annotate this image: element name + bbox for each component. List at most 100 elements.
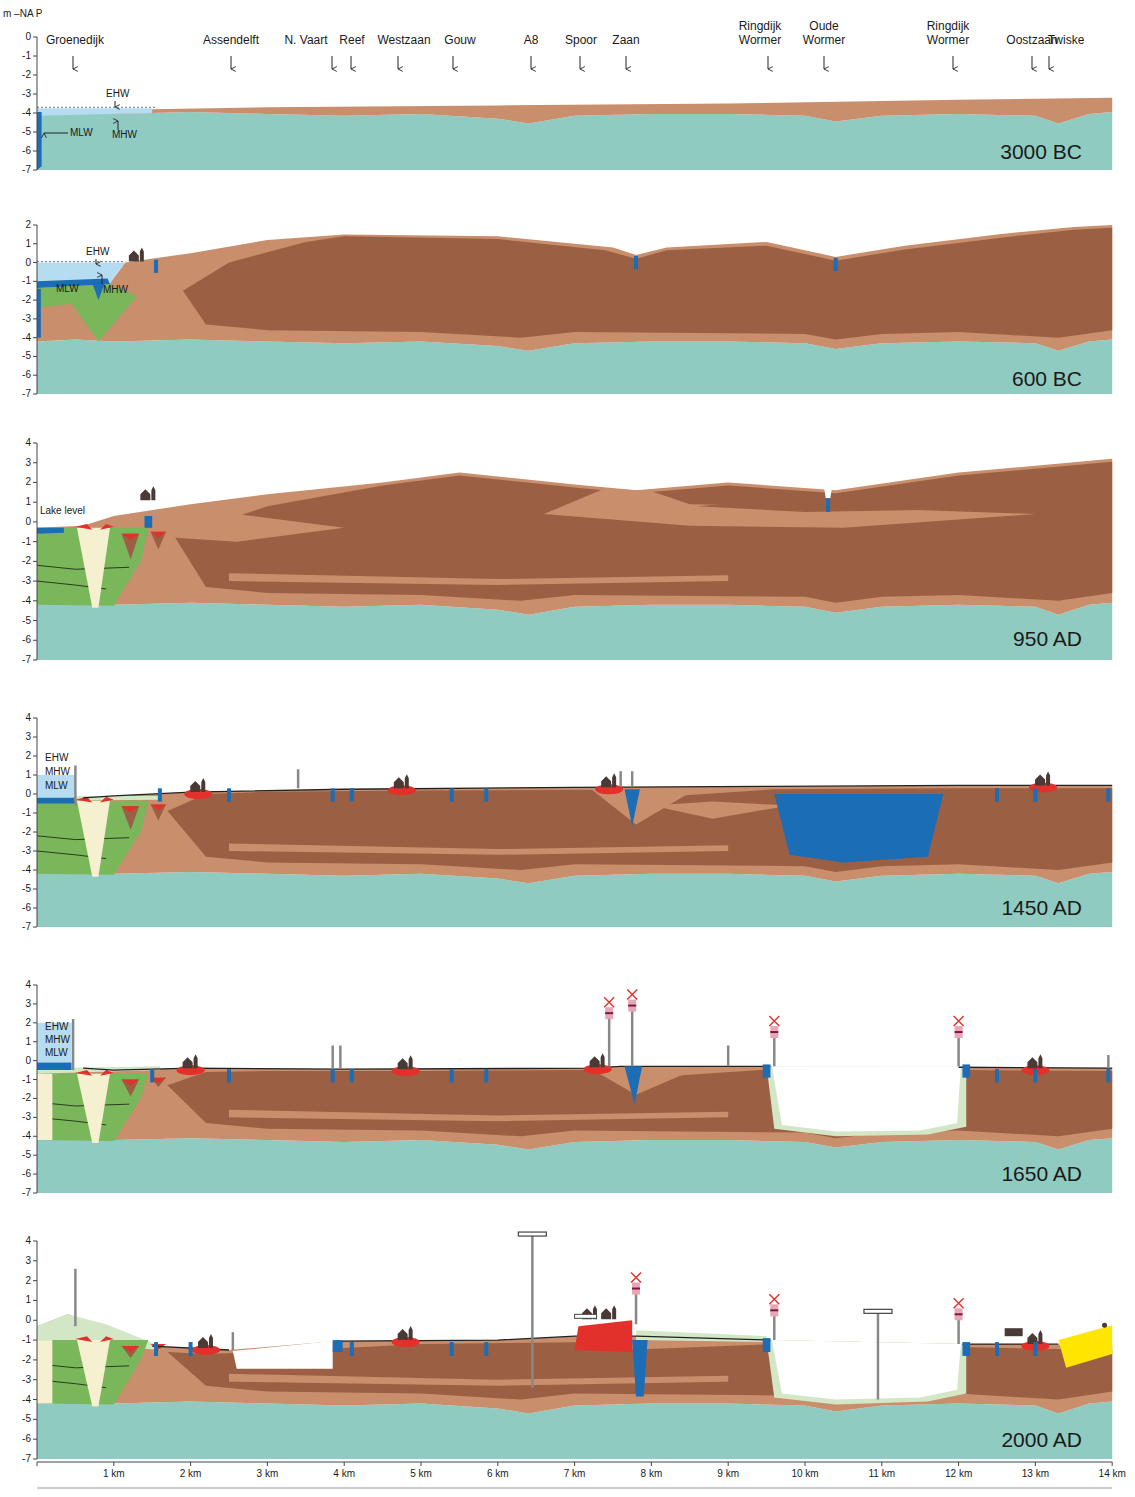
distance-label: 7 km bbox=[564, 1468, 586, 1480]
pole bbox=[72, 1019, 75, 1070]
axis-value: -5 bbox=[22, 1414, 31, 1426]
y-tick bbox=[33, 1003, 37, 1004]
water-level-label: EHW bbox=[45, 1021, 68, 1033]
place-name: Zaan bbox=[612, 34, 639, 48]
place-arrow bbox=[332, 56, 333, 69]
mill-post bbox=[635, 1293, 638, 1325]
water-level bbox=[37, 261, 125, 262]
place-arrow bbox=[1032, 56, 1033, 69]
axis-value: -4 bbox=[22, 107, 31, 119]
axis-value: 4 bbox=[25, 1235, 31, 1247]
axis-value: 3 bbox=[25, 998, 31, 1010]
water bbox=[37, 1063, 72, 1071]
axis-value: -4 bbox=[22, 1394, 31, 1406]
mill-stage bbox=[605, 1012, 613, 1014]
creek-fill bbox=[77, 801, 110, 877]
mill-stage bbox=[632, 1288, 640, 1290]
y-tick bbox=[33, 151, 37, 152]
axis-value: -6 bbox=[22, 902, 31, 914]
y-tick bbox=[33, 375, 37, 376]
ditch bbox=[1033, 788, 1037, 801]
y-tick bbox=[33, 1060, 37, 1061]
y-tick bbox=[33, 132, 37, 133]
y-tick bbox=[33, 443, 37, 444]
y-tick bbox=[33, 775, 37, 776]
clay-peat bbox=[37, 1066, 1112, 1149]
pole bbox=[877, 1312, 880, 1399]
peat bbox=[168, 788, 1113, 872]
pole bbox=[232, 1332, 235, 1350]
y-tick bbox=[33, 262, 37, 263]
ditch bbox=[450, 1342, 454, 1356]
water bbox=[37, 775, 75, 798]
water-level-label: MLW bbox=[45, 780, 68, 792]
channel bbox=[37, 289, 41, 338]
y-tick bbox=[33, 482, 37, 483]
axis-value: -5 bbox=[22, 126, 31, 138]
church-symbol bbox=[129, 248, 144, 262]
leader-line bbox=[118, 121, 119, 130]
ditch bbox=[995, 1342, 999, 1356]
ditch bbox=[350, 1342, 354, 1356]
axis-value: 1 bbox=[25, 1295, 31, 1307]
y-tick bbox=[33, 337, 37, 338]
axis-value: -3 bbox=[22, 88, 31, 100]
pole bbox=[339, 1046, 342, 1070]
axis-value: 4 bbox=[25, 712, 31, 724]
distance-label: 4 km bbox=[333, 1468, 355, 1480]
period-label: 600 BC bbox=[1012, 367, 1082, 391]
pole bbox=[74, 1269, 77, 1326]
mill-post bbox=[957, 1036, 960, 1066]
period-label: 1650 AD bbox=[1001, 1162, 1082, 1186]
axis-value: -3 bbox=[22, 313, 31, 325]
axis-value: -1 bbox=[22, 1334, 31, 1346]
creek-fill bbox=[37, 1340, 52, 1403]
pole bbox=[727, 1046, 730, 1067]
pit-fill bbox=[121, 806, 139, 812]
y-tick bbox=[33, 794, 37, 795]
river bbox=[632, 1340, 647, 1396]
y-tick bbox=[33, 985, 37, 986]
y-tick bbox=[33, 1117, 37, 1118]
x-tick bbox=[651, 1462, 652, 1466]
axis-value: 3 bbox=[25, 457, 31, 469]
landfill bbox=[1058, 1325, 1112, 1368]
mill-post bbox=[608, 1017, 611, 1066]
pole bbox=[631, 771, 634, 786]
y-tick bbox=[33, 502, 37, 503]
windmill bbox=[955, 1026, 963, 1038]
clay-lens bbox=[651, 802, 789, 819]
axis-value: -1 bbox=[22, 807, 31, 819]
axis-value: -6 bbox=[22, 369, 31, 381]
ditch bbox=[158, 788, 162, 801]
distance-label: 8 km bbox=[641, 1468, 663, 1480]
y-axis bbox=[37, 443, 38, 660]
axis-value: -2 bbox=[22, 826, 31, 838]
place-arrow bbox=[953, 56, 954, 69]
pleistocene-sand bbox=[37, 603, 1112, 660]
church-symbol bbox=[398, 1326, 413, 1340]
leader-line bbox=[96, 259, 97, 264]
y-tick bbox=[33, 600, 37, 601]
clay-lens bbox=[229, 843, 728, 854]
mill-stage bbox=[955, 1313, 963, 1315]
place-arrow bbox=[824, 56, 825, 69]
axis-value: 0 bbox=[25, 1315, 31, 1327]
pole bbox=[1107, 1055, 1110, 1068]
water-level-label: EHW bbox=[45, 752, 68, 764]
windmill-sails bbox=[604, 997, 614, 1007]
ditch bbox=[331, 1069, 335, 1082]
x-tick bbox=[497, 1462, 498, 1466]
peat bbox=[183, 228, 1112, 340]
y-tick bbox=[33, 660, 37, 661]
water-level-label: MHW bbox=[112, 129, 137, 141]
axis-value: 1 bbox=[25, 496, 31, 508]
water-level bbox=[37, 107, 156, 108]
y-tick bbox=[33, 1260, 37, 1261]
y-tick bbox=[33, 1136, 37, 1137]
axis-value: -5 bbox=[22, 615, 31, 627]
axis-value: -2 bbox=[22, 69, 31, 81]
clay-peat bbox=[37, 225, 1112, 351]
axis-value: -2 bbox=[22, 1354, 31, 1366]
lake bbox=[37, 528, 64, 534]
